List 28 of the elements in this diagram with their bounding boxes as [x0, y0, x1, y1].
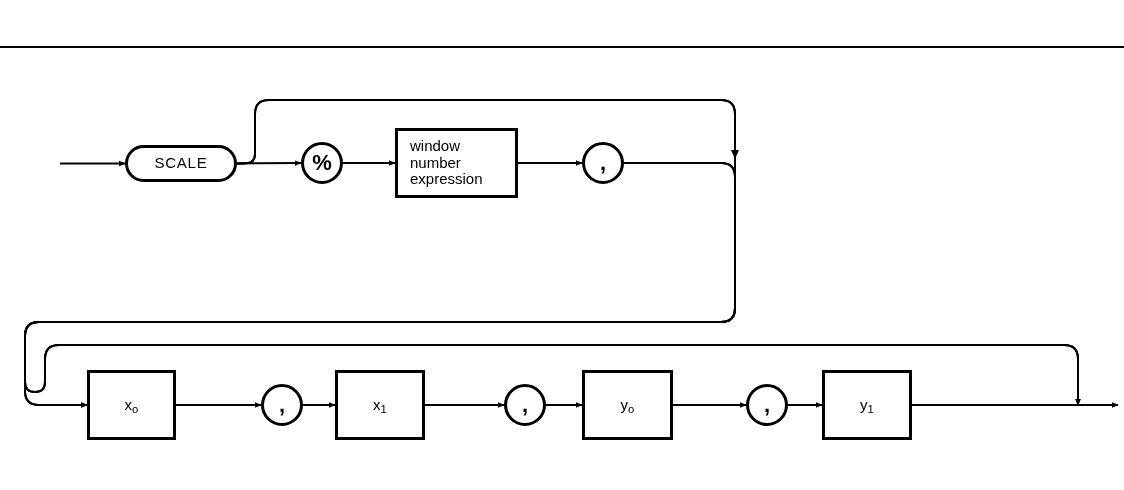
process-box	[822, 370, 912, 440]
node-label: ,	[599, 150, 607, 176]
node-label: x$_{1}$	[373, 396, 387, 414]
node-label: y$_{1}$	[860, 396, 874, 414]
arrow	[787, 402, 823, 408]
arrow	[59, 160, 126, 167]
process-box	[395, 128, 518, 198]
node-label: ,	[278, 392, 286, 418]
node-label: x$_{o}$	[124, 396, 139, 414]
arrow	[24, 99, 1081, 406]
arrow	[424, 402, 505, 408]
arrow	[911, 402, 1119, 408]
terminal-pill	[125, 145, 237, 182]
arrow	[302, 402, 336, 408]
node-label: window number expression	[410, 138, 484, 188]
arrow	[545, 402, 583, 408]
node-label: ,	[521, 392, 529, 418]
arrow	[342, 160, 396, 166]
node-label: ,	[763, 392, 771, 418]
process-box	[335, 370, 425, 440]
arrow	[517, 160, 583, 166]
node-label: SCALE	[154, 155, 208, 172]
node-label: y$_{o}$	[620, 396, 635, 414]
process-box	[87, 370, 176, 440]
process-box	[582, 370, 673, 440]
node-label: %	[312, 150, 332, 176]
arrow	[175, 402, 262, 408]
arrow	[672, 402, 747, 408]
